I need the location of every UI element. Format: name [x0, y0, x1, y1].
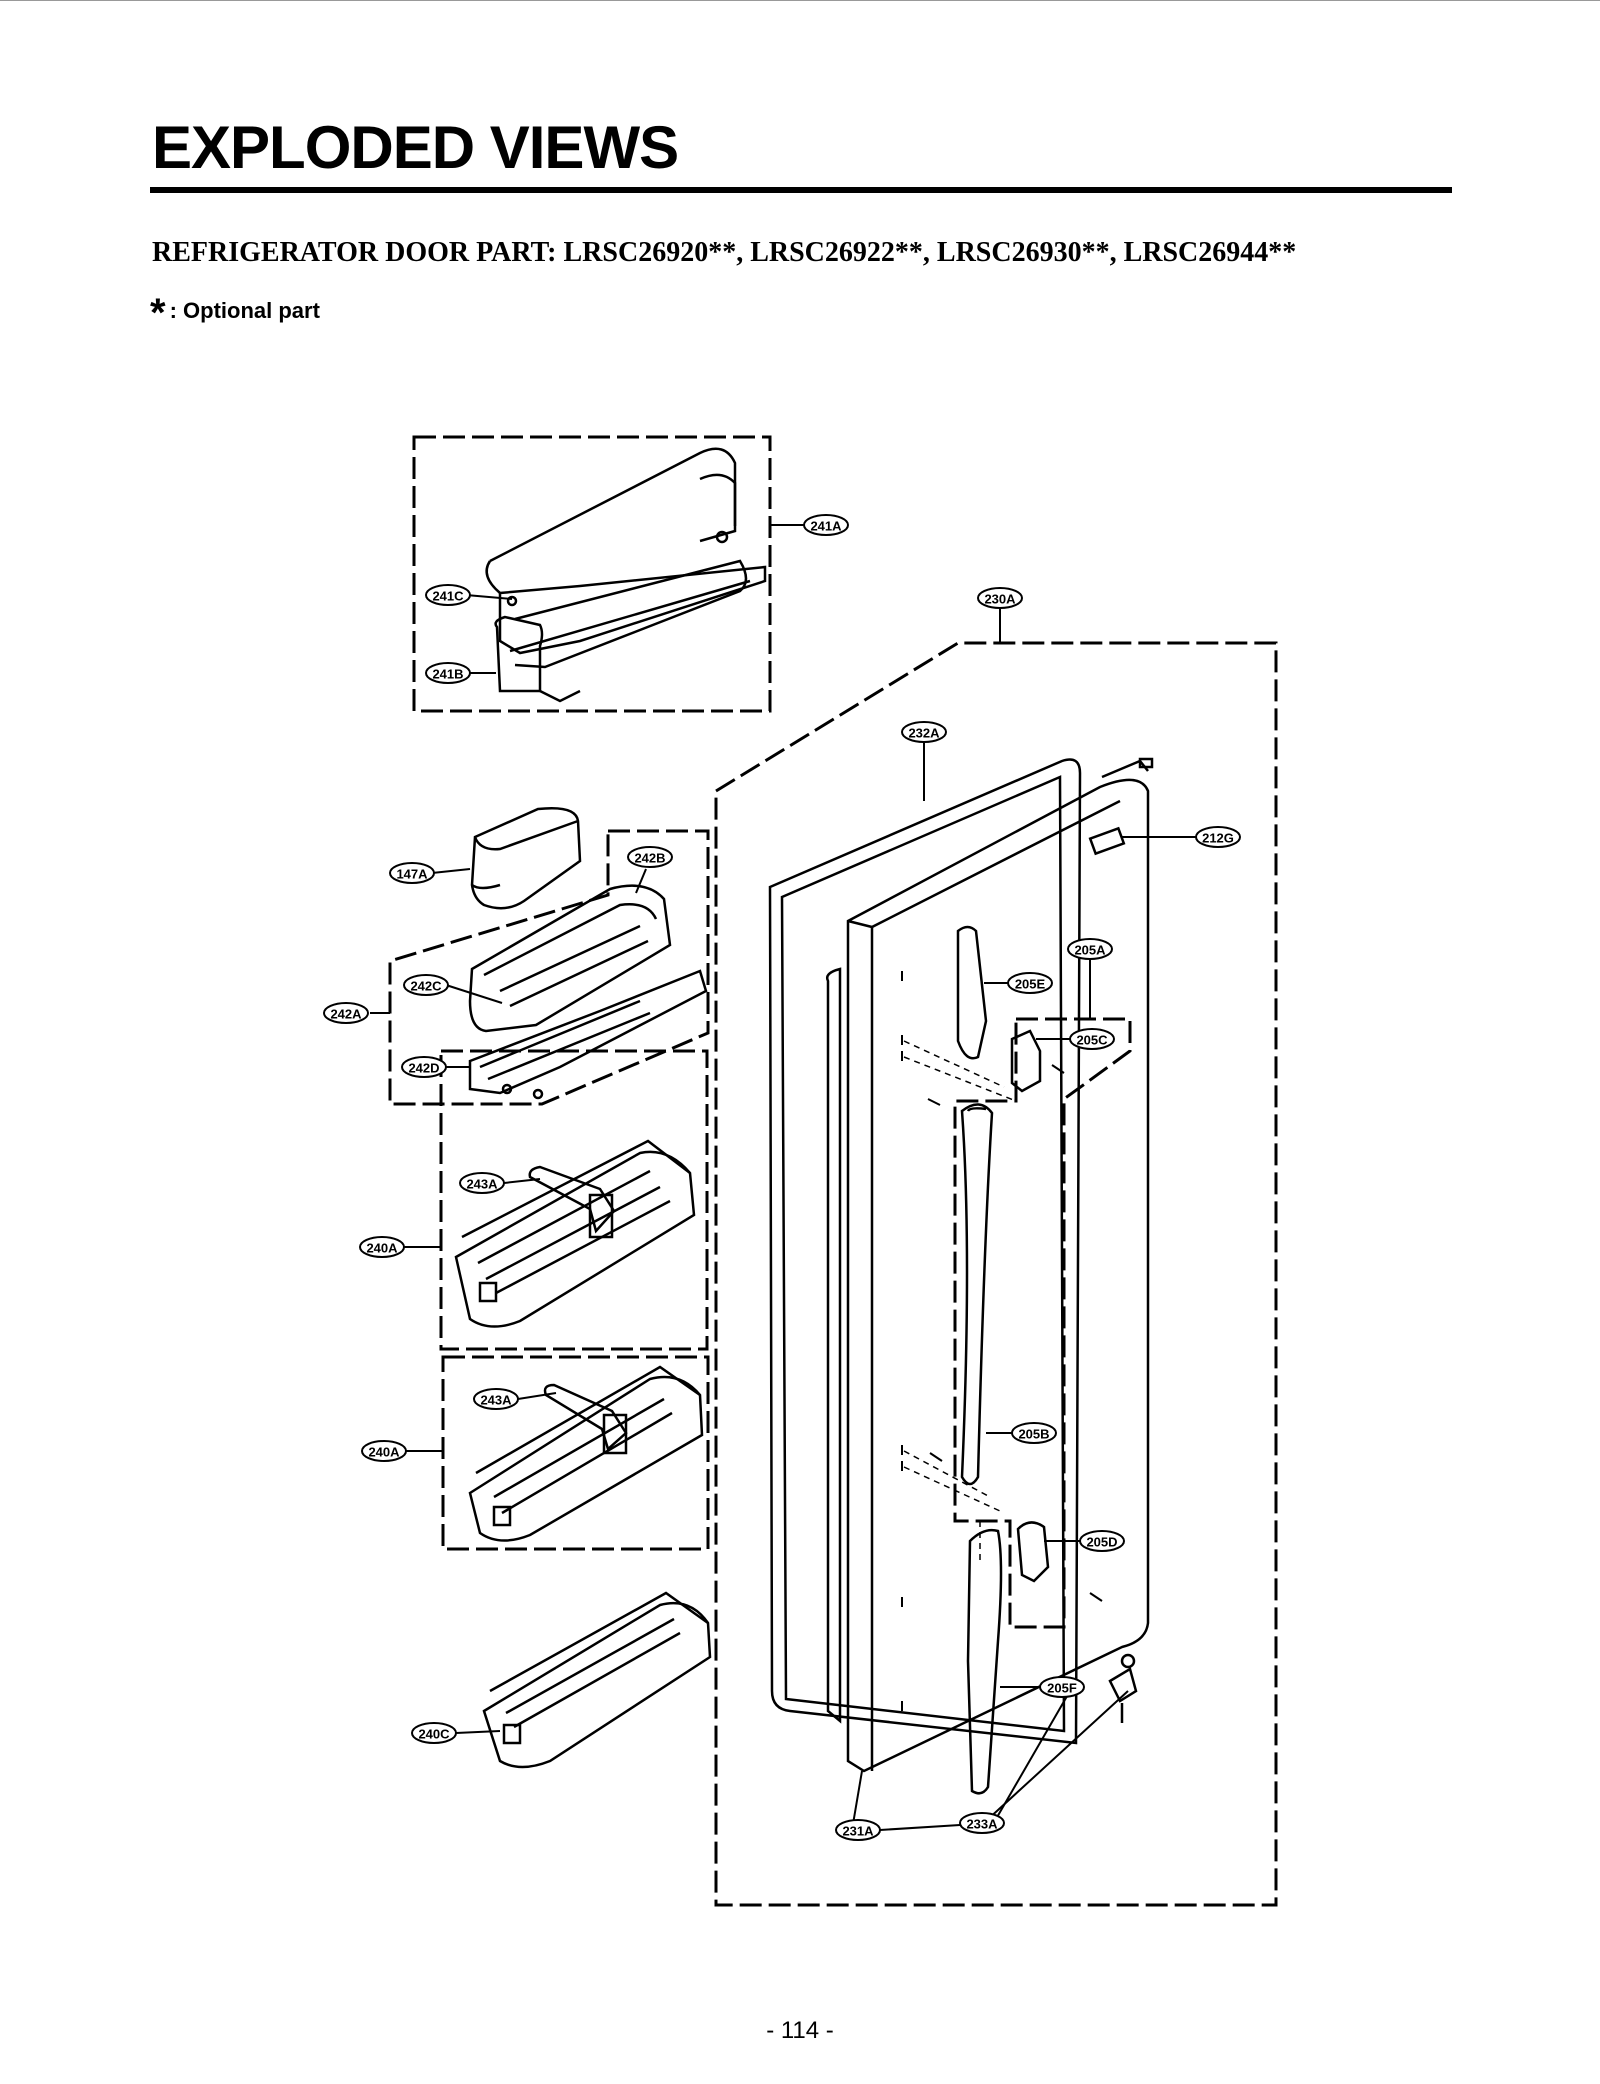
callout-240C — [411, 1722, 457, 1744]
label-242B: 242B — [634, 851, 665, 866]
door-bin-240C — [482, 1591, 712, 1769]
handle-cap-205D — [1016, 1521, 1050, 1583]
callout-232A — [901, 721, 947, 743]
label-205B: 205B — [1018, 1427, 1049, 1442]
callout-233A — [959, 1812, 1005, 1834]
callout-242B — [627, 846, 673, 868]
door-handle — [956, 925, 1003, 1795]
label-242A: 242A — [330, 1007, 362, 1022]
label-205C: 205C — [1076, 1033, 1108, 1048]
callout-231A — [835, 1819, 881, 1841]
handle-cap-205C — [1010, 1029, 1042, 1093]
callout-147A — [389, 862, 435, 884]
page-title: EXPLODED VIEWS — [152, 114, 679, 181]
callout-240A-upper — [359, 1236, 405, 1258]
callout-243A-lower — [473, 1388, 519, 1410]
callout-241B — [425, 662, 471, 684]
optional-part-note: *: Optional part — [150, 291, 320, 336]
label-205D: 205D — [1086, 1535, 1117, 1550]
group-box-240-lower — [441, 1355, 710, 1551]
label-240A-lower: 240A — [368, 1445, 400, 1460]
callout-243A-upper — [459, 1172, 505, 1194]
callout-241C — [425, 584, 471, 606]
note-text: : Optional part — [169, 298, 320, 323]
callout-205A — [1067, 938, 1113, 960]
group-box-230 — [714, 641, 1278, 1907]
door-bin-242 — [468, 884, 708, 1100]
callout-240A-lower — [361, 1440, 407, 1462]
callout-205C — [1069, 1028, 1115, 1050]
callout-242C — [403, 974, 449, 996]
label-147A: 147A — [396, 867, 428, 882]
hinge-233A — [1108, 1667, 1138, 1703]
callout-241A — [803, 514, 849, 536]
callout-212G — [1195, 826, 1241, 848]
egg-tray-147A — [470, 807, 582, 910]
label-205F: 205F — [1047, 1681, 1077, 1696]
group-box-241 — [412, 435, 772, 713]
door-panel-231A — [826, 757, 1154, 1773]
door-gasket-232A — [768, 758, 1082, 1745]
callout-242A — [323, 1002, 369, 1024]
label-205E: 205E — [1015, 977, 1046, 992]
label-241C: 241C — [432, 589, 464, 604]
label-233A: 233A — [966, 1817, 998, 1832]
group-box-240-upper — [439, 1049, 709, 1351]
door-bin-240A-upper — [454, 1139, 696, 1328]
group-box-205A — [953, 1017, 1132, 1629]
label-243A-lower: 243A — [480, 1393, 512, 1408]
assembly-guides — [903, 1040, 1017, 1561]
label-243A-upper: 243A — [466, 1177, 498, 1192]
label-231A: 231A — [842, 1824, 874, 1839]
label-232A: 232A — [908, 726, 940, 741]
door-bin-241 — [485, 447, 767, 703]
note-asterisk: * — [150, 291, 166, 335]
title-rule — [150, 187, 1452, 193]
callout-230A — [977, 587, 1023, 609]
callout-205B — [1011, 1422, 1057, 1444]
label-230A: 230A — [984, 592, 1016, 607]
label-241A: 241A — [810, 519, 842, 534]
callout-205D — [1079, 1530, 1125, 1552]
label-212G: 212G — [1202, 831, 1234, 846]
label-242D: 242D — [408, 1061, 439, 1076]
callout-205E — [1007, 972, 1053, 994]
label-240C: 240C — [418, 1727, 450, 1742]
door-bin-240A-lower — [468, 1365, 704, 1542]
label-205A: 205A — [1074, 943, 1106, 958]
section-subtitle: REFRIGERATOR DOOR PART: LRSC26920**, LRS… — [152, 237, 1297, 268]
callout-205F — [1039, 1676, 1085, 1698]
label-242C: 242C — [410, 979, 442, 994]
group-box-242 — [388, 829, 710, 1106]
callout-242D — [401, 1056, 447, 1078]
label-240A-upper: 240A — [366, 1241, 398, 1256]
page-number: - 114 - — [766, 2017, 834, 2044]
label-241B: 241B — [432, 667, 463, 682]
screws — [927, 1064, 1103, 1602]
